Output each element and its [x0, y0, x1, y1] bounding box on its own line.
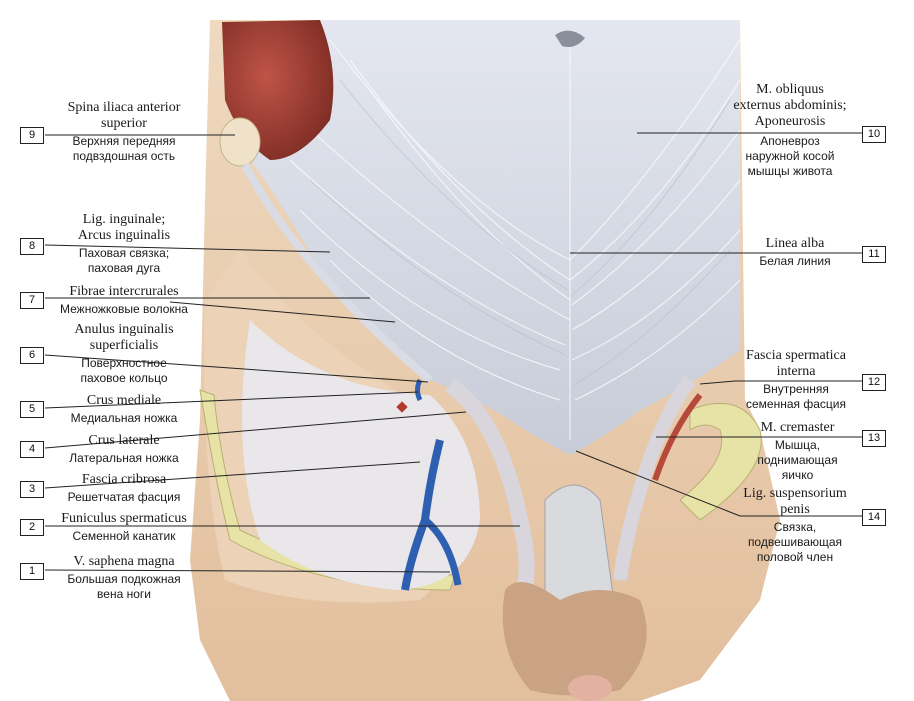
- label-number-7: 7: [20, 292, 44, 309]
- label-6-russian-1: Поверхностное: [81, 356, 167, 370]
- label-14-russian-2: подвешивающая: [747, 535, 843, 549]
- label-8-russian-2: паховая дуга: [87, 261, 161, 275]
- label-9-russian-1: Верхняя передняя: [72, 134, 176, 148]
- label-number-3: 3: [20, 481, 44, 498]
- label-number-13: 13: [862, 430, 886, 447]
- label-13: M. cremaster Мышца, поднимающая яичко: [735, 420, 860, 483]
- label-5: Crus mediale Медиальная ножка: [44, 393, 204, 426]
- label-8-russian-1: Паховая связка;: [78, 246, 170, 260]
- label-10-latin-3: Aponeurosis: [754, 114, 826, 129]
- label-10-russian-1: Апоневроз: [760, 134, 820, 148]
- label-6-russian-2: паховое кольцо: [80, 371, 168, 385]
- label-number-9: 9: [20, 127, 44, 144]
- label-7: Fibrae intercrurales Межножковые волокна: [44, 284, 204, 317]
- umbilicus: [555, 30, 585, 47]
- label-number-1: 1: [20, 563, 44, 580]
- label-5-russian-1: Медиальная ножка: [70, 411, 178, 425]
- label-2: Funiculus spermaticus Семенной канатик: [44, 511, 204, 544]
- label-number-14: 14: [862, 509, 886, 526]
- label-10: M. obliquus externus abdominis; Aponeuro…: [720, 82, 860, 179]
- spermatic-cord-left: [445, 378, 535, 587]
- label-6-latin-2: superficialis: [89, 338, 159, 353]
- label-3-latin-1: Fascia cribrosa: [81, 472, 167, 487]
- label-10-russian-3: мышцы живота: [747, 164, 833, 178]
- label-1: V. saphena magna Большая подкожная вена …: [44, 554, 204, 602]
- label-6: Anulus inguinalis superficialis Поверхно…: [44, 322, 204, 386]
- label-number-5: 5: [20, 401, 44, 418]
- label-number-12: 12: [862, 374, 886, 391]
- label-3: Fascia cribrosa Решетчатая фасция: [44, 472, 204, 505]
- label-12-russian-1: Внутренняя: [763, 382, 829, 396]
- label-13-russian-1: Мышца,: [774, 438, 821, 452]
- cremaster-muscle: [652, 393, 703, 481]
- label-number-6: 6: [20, 347, 44, 364]
- label-number-2: 2: [20, 519, 44, 536]
- label-14-latin-2: penis: [780, 502, 810, 517]
- label-10-russian-2: наружной косой: [745, 149, 835, 163]
- label-9-latin-2: superior: [101, 116, 147, 131]
- label-2-latin-1: Funiculus spermaticus: [61, 511, 187, 526]
- label-12-latin-1: Fascia spermatica: [746, 348, 846, 363]
- label-number-10: 10: [862, 126, 886, 143]
- label-3-russian-1: Решетчатая фасция: [67, 490, 181, 504]
- label-11-latin-1: Linea alba: [765, 236, 825, 251]
- label-12-latin-2: interna: [776, 364, 816, 379]
- label-14-latin-1: Lig. suspensorium: [743, 486, 847, 501]
- label-number-11: 11: [862, 246, 886, 263]
- iliac-spine: [219, 117, 261, 167]
- label-5-latin-1: Crus mediale: [86, 393, 162, 408]
- label-10-latin-2: externus abdominis;: [733, 98, 847, 113]
- saphenous-vein: [401, 439, 444, 591]
- label-14: Lig. suspensorium penis Связка, подвешив…: [730, 486, 860, 565]
- label-1-russian-1: Большая подкожная: [67, 572, 181, 586]
- label-12: Fascia spermatica interna Внутренняя сем…: [732, 348, 860, 412]
- aponeurosis-fibres: [289, 39, 741, 440]
- label-2-russian-1: Семенной канатик: [72, 529, 176, 543]
- label-7-latin-1: Fibrae intercrurales: [69, 284, 179, 299]
- label-9: Spina iliaca anterior superior Верхняя п…: [44, 100, 204, 164]
- label-7-russian-1: Межножковые волокна: [60, 302, 188, 316]
- glans: [568, 675, 612, 701]
- spermatic-cord-right: [613, 375, 696, 581]
- label-8-latin-2: Arcus inguinalis: [77, 228, 171, 243]
- label-9-latin-1: Spina iliaca anterior: [67, 100, 181, 115]
- label-8: Lig. inguinale; Arcus inguinalis Паховая…: [44, 212, 204, 276]
- label-4-latin-1: Crus laterale: [88, 433, 160, 448]
- label-11: Linea alba Белая линия: [730, 236, 860, 269]
- label-14-russian-1: Связка,: [773, 520, 817, 534]
- label-11-russian-1: Белая линия: [759, 254, 831, 268]
- left-fat-layer: [199, 389, 456, 591]
- label-13-latin-1: M. cremaster: [760, 420, 835, 435]
- label-13-russian-3: яичко: [781, 468, 814, 482]
- leader-lines: [44, 132, 862, 573]
- label-10-latin-1: M. obliquus: [756, 82, 824, 97]
- label-4: Crus laterale Латеральная ножка: [44, 433, 204, 466]
- label-number-4: 4: [20, 441, 44, 458]
- label-9-russian-2: подвздошная ость: [72, 149, 176, 163]
- label-12-russian-2: семенная фасция: [746, 397, 846, 411]
- inguinal-ligament: [241, 163, 433, 384]
- label-8-latin-1: Lig. inguinale;: [82, 212, 166, 227]
- label-14-russian-3: половой член: [756, 550, 834, 564]
- label-1-russian-2: вена ноги: [97, 587, 151, 601]
- label-1-latin-1: V. saphena magna: [73, 554, 175, 569]
- label-6-latin-1: Anulus inguinalis: [74, 322, 174, 337]
- scrotum: [502, 582, 647, 696]
- label-4-russian-1: Латеральная ножка: [69, 451, 179, 465]
- label-13-russian-2: поднимающая: [757, 453, 838, 467]
- right-fat-layer: [679, 402, 762, 521]
- label-number-8: 8: [20, 238, 44, 255]
